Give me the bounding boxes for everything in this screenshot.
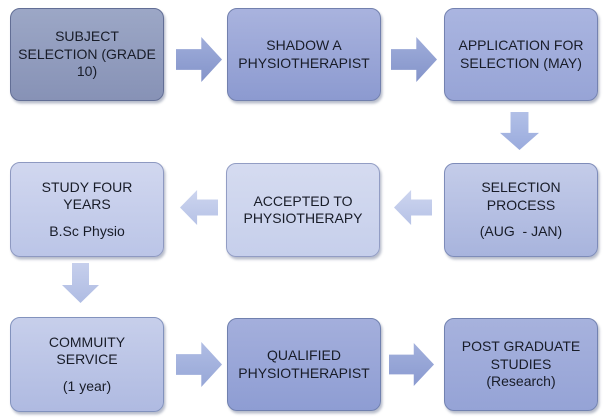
arrow-right-icon [176,37,222,82]
flow-step-label: POST GRADUATE STUDIES (Research) [461,338,581,390]
flow-step-label: STUDY FOUR YEARS [41,178,133,213]
flow-step-label: QUALIFIED PHYSIOTHERAPIST [238,347,370,381]
arrow-left-icon [394,190,432,225]
flow-step-label: SUBJECT SELECTION (GRADE 10) [18,28,156,80]
flow-step-label: APPLICATION FOR SELECTION (MAY) [458,37,584,71]
flow-step-study-four-years: STUDY FOUR YEARS B.Sc Physio [10,162,164,257]
arrow-down-icon [62,263,99,303]
arrow-right-icon [391,37,437,82]
arrow-down-icon [500,112,539,150]
flow-step-selection-process: SELECTION PROCESS (AUG - JAN) [444,163,598,257]
flow-step-shadow-physiotherapist: SHADOW A PHYSIOTHERAPIST [227,8,381,101]
flow-step-sublabel: B.Sc Physio [49,222,125,239]
flow-step-sublabel: (1 year) [62,377,112,394]
flow-step-label: SELECTION PROCESS [481,179,561,213]
flow-step-subject-selection: SUBJECT SELECTION (GRADE 10) [10,8,164,101]
flow-step-accepted-physiotherapy: ACCEPTED TO PHYSIOTHERAPY [226,163,380,257]
flow-step-label: SHADOW A PHYSIOTHERAPIST [238,37,370,71]
flow-step-label: COMMUITY SERVICE [48,333,126,368]
flow-step-post-graduate-studies: POST GRADUATE STUDIES (Research) [444,318,598,411]
flow-step-sublabel: (AUG - JAN) [479,223,563,240]
flow-step-label: ACCEPTED TO PHYSIOTHERAPY [243,192,363,226]
flow-step-community-service: COMMUITY SERVICE (1 year) [10,317,164,412]
flow-step-application-selection: APPLICATION FOR SELECTION (MAY) [444,8,598,101]
flow-step-qualified-physiotherapist: QUALIFIED PHYSIOTHERAPIST [227,318,381,411]
arrow-right-icon [176,342,222,387]
arrow-right-icon [389,343,434,386]
arrow-left-icon [180,190,218,225]
